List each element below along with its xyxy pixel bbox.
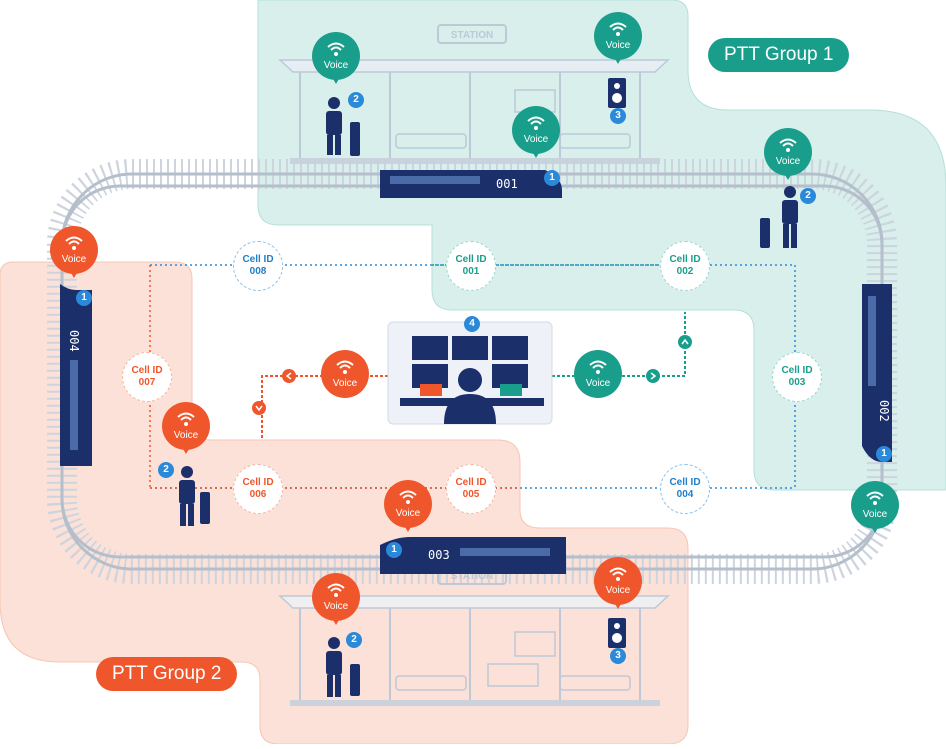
dispatch-center xyxy=(387,321,553,425)
wifi-icon xyxy=(609,22,627,36)
station-sign-bottom: STATION xyxy=(451,571,493,582)
dispatch-link-group1 xyxy=(552,312,686,377)
badge-train-004: 1 xyxy=(76,290,92,306)
voice-bubble-speaker-bottom: Voice xyxy=(594,557,642,613)
ptt-group-1-label: PTT Group 1 xyxy=(708,38,850,72)
train-004: 004 xyxy=(60,284,92,466)
ptt-group-2-label: PTT Group 2 xyxy=(96,657,238,691)
voice-bubble-dispatch-group1: Voice xyxy=(574,350,622,406)
wifi-icon xyxy=(177,412,195,426)
badge-train-002: 1 xyxy=(876,446,892,462)
voice-bubble-speaker-top: Voice xyxy=(594,12,642,68)
voice-bubble-train-002: Voice xyxy=(851,481,899,537)
voice-bubble-staff-bottom: Voice xyxy=(312,573,360,629)
badge-speaker-top: 3 xyxy=(610,108,626,124)
wifi-icon xyxy=(327,583,345,597)
station-bottom: STATION xyxy=(278,565,670,706)
wifi-icon xyxy=(609,567,627,581)
wifi-icon xyxy=(527,116,545,130)
station-sign-top: STATION xyxy=(451,30,493,41)
badge-train-001: 1 xyxy=(544,170,560,186)
badge-staff-left: 2 xyxy=(158,462,174,478)
badge-staff-top: 2 xyxy=(348,92,364,108)
voice-bubble-train-001: Voice xyxy=(512,106,560,162)
train-001: 001 xyxy=(380,170,562,198)
wifi-icon xyxy=(336,360,354,374)
voice-bubble-dispatch-group2: Voice xyxy=(321,350,369,406)
staff-figure-bottom xyxy=(326,637,360,697)
wifi-icon xyxy=(589,360,607,374)
train-label-002: 002 xyxy=(877,400,891,422)
train-label-001: 001 xyxy=(496,177,518,191)
badge-staff-right: 2 xyxy=(800,188,816,204)
voice-bubble-staff-top: Voice xyxy=(312,32,360,88)
staff-figure-top xyxy=(326,97,360,156)
train-002: 002 xyxy=(862,284,892,462)
ptt-group-1-zone xyxy=(257,0,946,491)
staff-figure-right xyxy=(760,186,798,248)
train-label-004: 004 xyxy=(67,330,81,352)
wifi-icon xyxy=(327,42,345,56)
voice-bubble-train-004: Voice xyxy=(50,226,98,282)
station-top: STATION xyxy=(278,24,670,164)
wifi-icon xyxy=(399,490,417,504)
staff-figure-left xyxy=(179,466,210,526)
badge-staff-bottom: 2 xyxy=(346,632,362,648)
badge-speaker-bottom: 3 xyxy=(610,648,626,664)
wifi-icon xyxy=(779,138,797,152)
voice-bubble-train-003: Voice xyxy=(384,480,432,536)
voice-bubble-staff-right: Voice xyxy=(764,128,812,184)
badge-dispatch-center: 4 xyxy=(464,316,480,332)
train-003: 003 xyxy=(380,537,566,574)
voice-bubble-staff-left: Voice xyxy=(162,402,210,458)
wifi-icon xyxy=(866,491,884,505)
train-label-003: 003 xyxy=(428,548,450,562)
wifi-icon xyxy=(65,236,83,250)
badge-train-003: 1 xyxy=(386,542,402,558)
ptt-group-2-zone xyxy=(0,261,689,745)
